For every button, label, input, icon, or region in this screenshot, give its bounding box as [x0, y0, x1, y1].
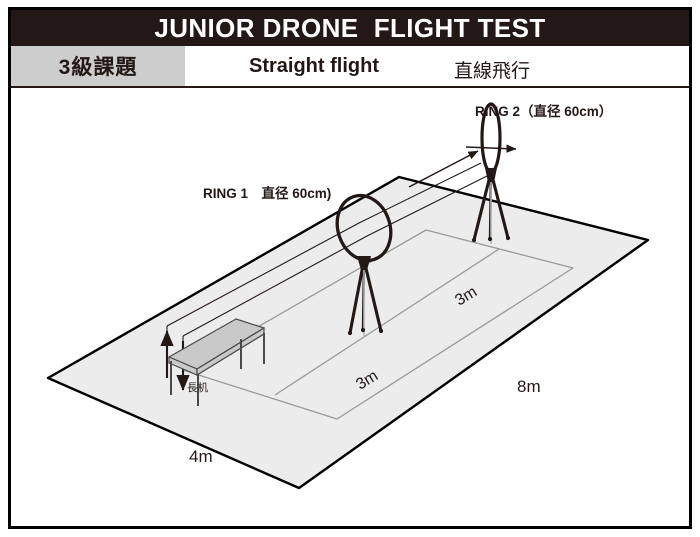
- subtitle-divider: [11, 86, 689, 88]
- desk-label: 長机: [187, 381, 208, 394]
- task-name-ja: 直線飛行: [454, 61, 531, 82]
- ring-1-assembly: [335, 193, 393, 336]
- task-name-en: Straight flight: [249, 55, 379, 77]
- course-outline: [182, 229, 574, 420]
- ring-2-assembly: [471, 102, 511, 244]
- page-title: JUNIOR DRONE FLIGHT TEST: [154, 12, 546, 43]
- ring-2-pass-arrows: [408, 144, 517, 188]
- dimension-label-length: 8m: [517, 377, 541, 396]
- course-diagram: 長机 RING 1 直径 60cm): [11, 88, 689, 526]
- ring-1-label: RING 1 直径 60cm): [203, 185, 331, 201]
- grade-badge: 3級課題: [11, 46, 185, 86]
- long-desk: [168, 318, 265, 406]
- grade-badge-label: 3級課題: [58, 56, 138, 79]
- subtitle-row: 3級課題 Straight flight 直線飛行: [11, 46, 689, 86]
- ring-2-label: RING 2（直径 60cm）: [475, 103, 612, 119]
- title-bar: JUNIOR DRONE FLIGHT TEST: [11, 10, 689, 46]
- dimension-label-width: 4m: [189, 447, 213, 466]
